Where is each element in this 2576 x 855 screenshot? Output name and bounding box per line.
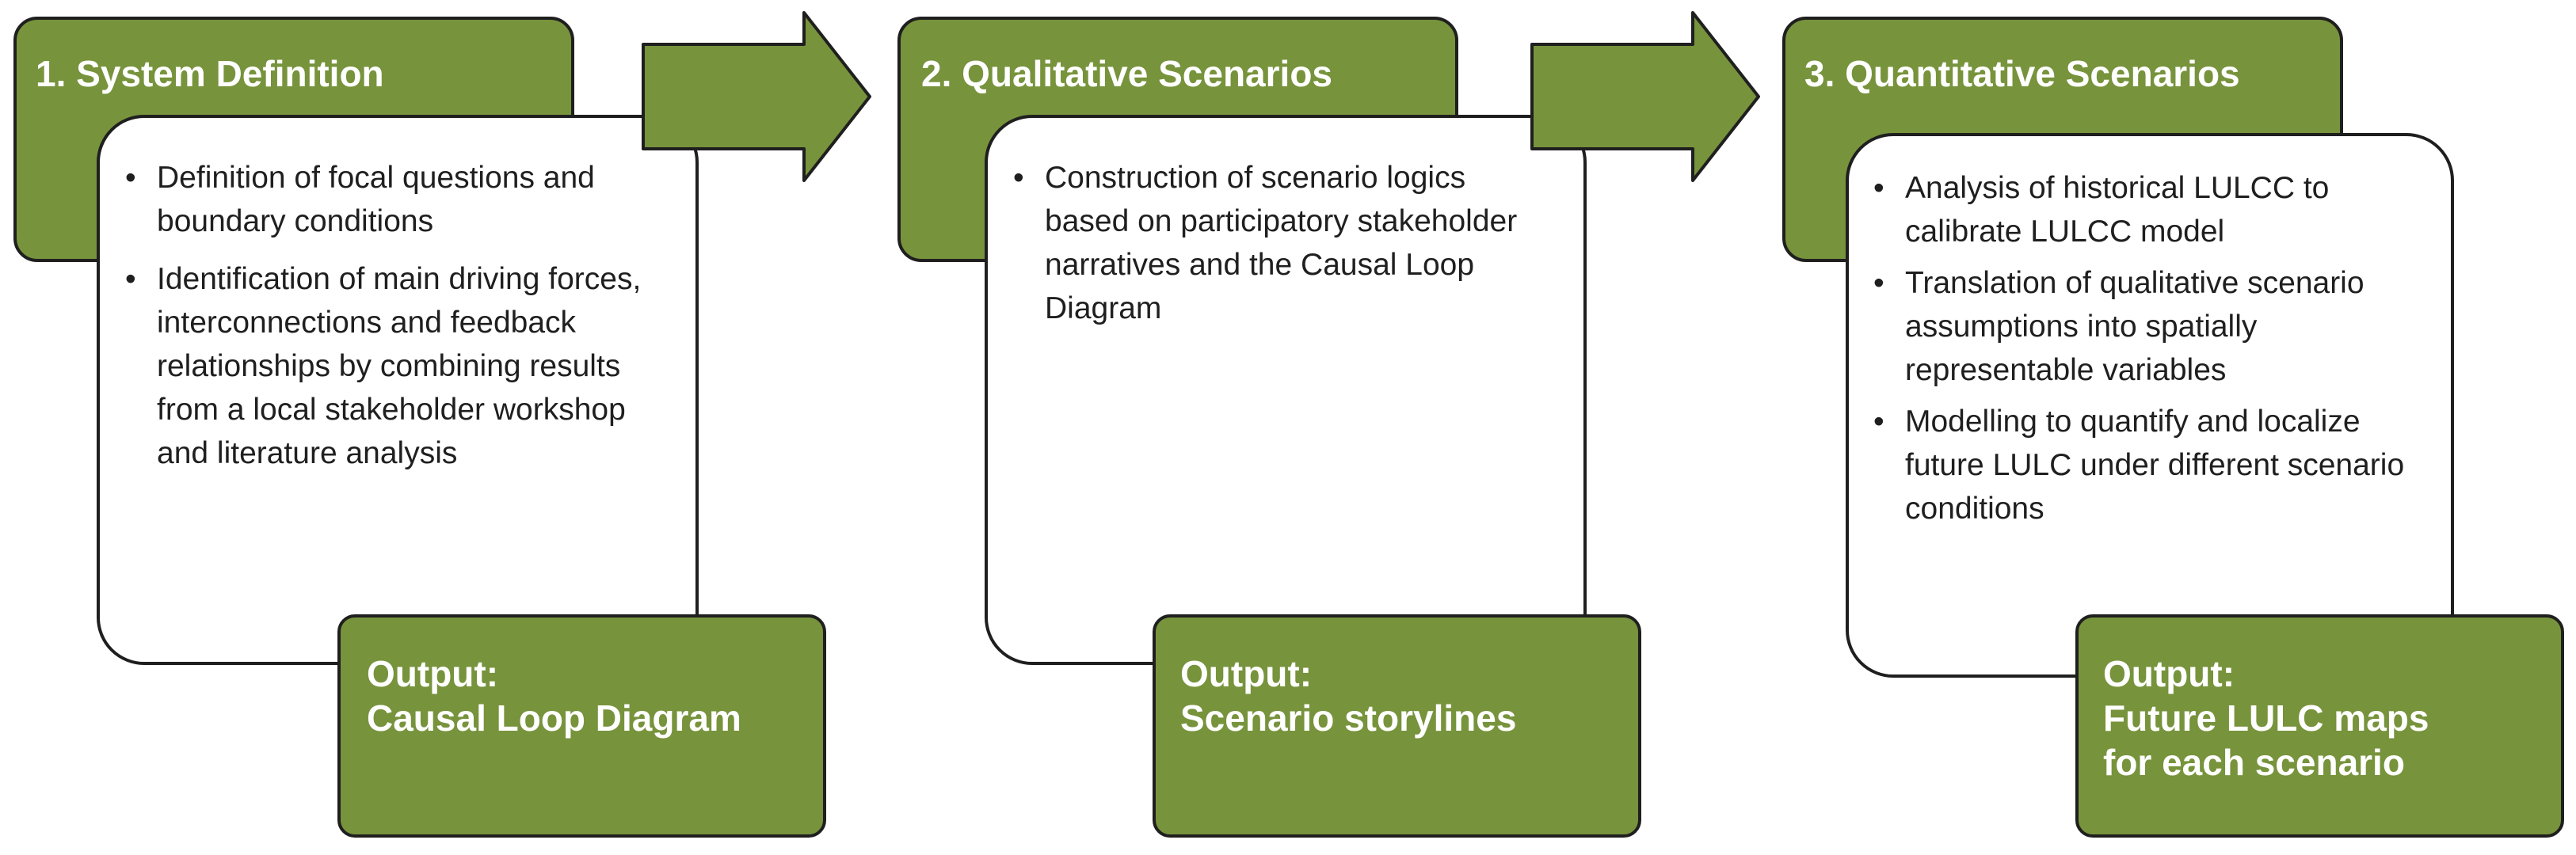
bullet-icon: • <box>1013 161 1024 195</box>
step1-output-box <box>337 614 826 838</box>
bullet-icon: • <box>1873 171 1884 205</box>
step3-output: Output: Future LULC maps for each scenar… <box>2103 652 2429 785</box>
step2-output-label: Output: <box>1180 653 1313 694</box>
step1-bullet-item: • Identification of main driving forces,… <box>119 257 665 475</box>
step2-bullet-item: • Construction of scenario logics based … <box>1007 156 1553 330</box>
step2-output: Output: Scenario storylines <box>1180 652 1516 740</box>
step2-bullet-text: Construction of scenario logics based on… <box>1045 161 1518 325</box>
step1-bullet-text: Definition of focal questions and bounda… <box>157 161 595 238</box>
step3-bullet-item: • Analysis of historical LULCC to calibr… <box>1867 166 2422 253</box>
step1-bullet-list: • Definition of focal questions and boun… <box>119 156 665 489</box>
step3-bullet-text: Analysis of historical LULCC to calibrat… <box>1905 171 2330 249</box>
arrow-right-icon <box>1530 11 1760 182</box>
bullet-icon: • <box>1873 266 1884 300</box>
step3-bullet-item: • Modelling to quantify and localize fut… <box>1867 400 2422 530</box>
arrow-right-icon <box>642 11 871 182</box>
step2-output-line: Scenario storylines <box>1180 697 1517 739</box>
step3-bullet-text: Translation of qualitative scenario assu… <box>1905 266 2365 387</box>
step1-bullet-text: Identification of main driving forces, i… <box>157 262 642 470</box>
step3-content-box <box>1846 133 2454 678</box>
step2-content-box <box>985 115 1587 665</box>
step3-bullet-item: • Translation of qualitative scenario as… <box>1867 261 2422 392</box>
step3-title: 3. Quantitative Scenarios <box>1804 53 2240 94</box>
bullet-icon: • <box>1873 405 1884 439</box>
step1-output-label: Output: <box>367 653 499 694</box>
step3-output-box <box>2075 614 2564 838</box>
step1-output-line: Causal Loop Diagram <box>367 697 741 739</box>
step1-output: Output: Causal Loop Diagram <box>367 652 741 740</box>
step3-bullet-text: Modelling to quantify and localize futur… <box>1905 405 2405 526</box>
arrow-step2-to-step3 <box>1530 11 1760 182</box>
arrow-step1-to-step2 <box>642 11 871 182</box>
bullet-icon: • <box>125 262 136 296</box>
step2-output-box <box>1153 614 1641 838</box>
step1-bullet-item: • Definition of focal questions and boun… <box>119 156 665 243</box>
step3-output-line: Future LULC maps <box>2103 697 2429 739</box>
step3-bullet-list: • Analysis of historical LULCC to calibr… <box>1867 166 2422 545</box>
step1-content-box <box>97 115 699 665</box>
bullet-icon: • <box>125 161 136 195</box>
step3-output-line: for each scenario <box>2103 742 2405 783</box>
step2-bullet-list: • Construction of scenario logics based … <box>1007 156 1553 344</box>
step2-title: 2. Qualitative Scenarios <box>921 53 1333 94</box>
step3-output-label: Output: <box>2103 653 2235 694</box>
step1-title: 1. System Definition <box>36 53 384 94</box>
